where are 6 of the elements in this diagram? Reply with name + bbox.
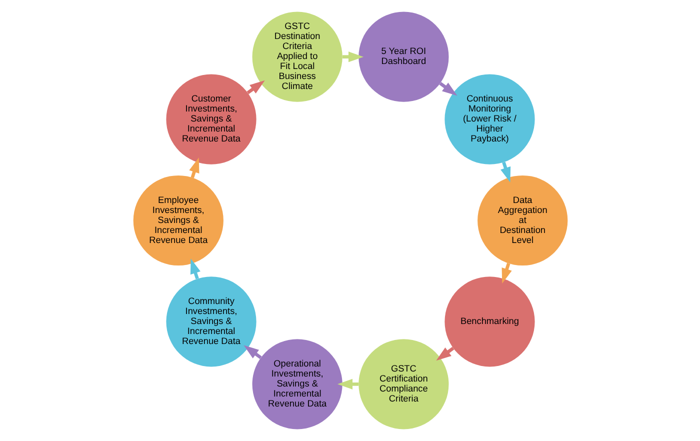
node-circle: Continuous Monitoring (Lower Risk / Higher Payback) (444, 74, 534, 164)
node-circle: Employee Investments, Savings & Incremental Revenue Data (132, 175, 223, 266)
node-circle: GSTC Certification Compliance Criteria (358, 339, 448, 430)
node-circle: GSTC Destination Criteria Applied to Fit Local Business Climate (252, 12, 342, 102)
node-circle: Community Investments, Savings & Incremental Revenue Data (166, 276, 256, 367)
node-circle: Data Aggregation at Destination Level (477, 175, 568, 266)
